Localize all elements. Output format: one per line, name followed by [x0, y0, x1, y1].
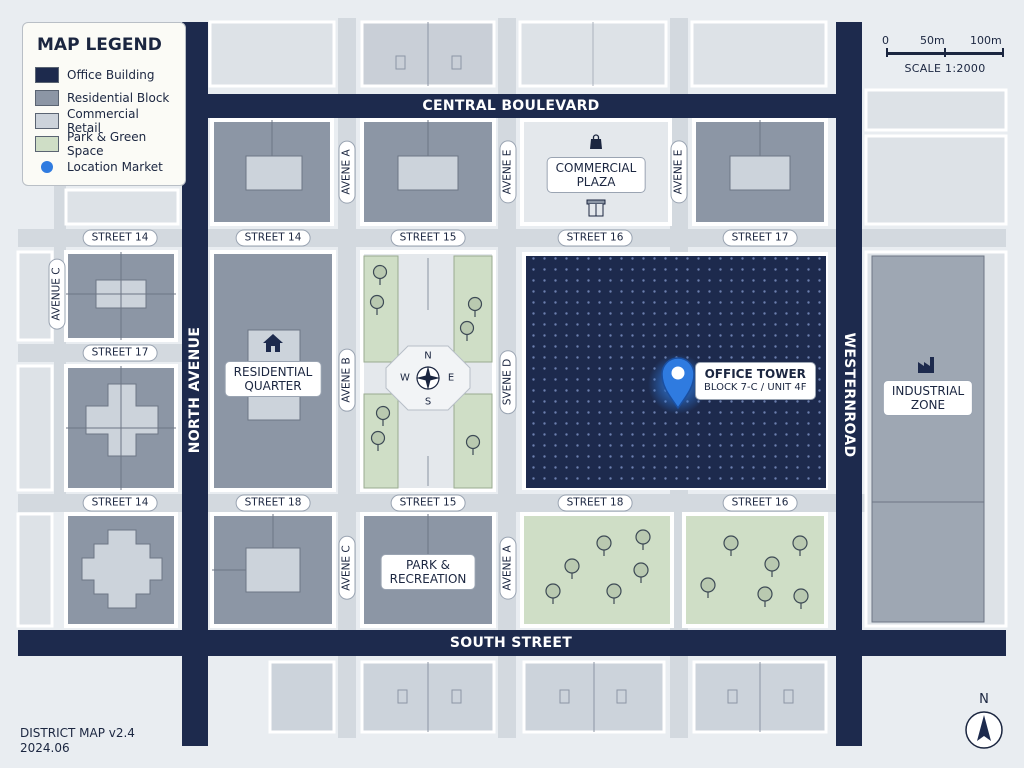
legend-swatch-park [35, 135, 59, 152]
north-arrow-icon [965, 711, 1003, 749]
office-tower-title: OFFICE TOWER [704, 367, 806, 381]
scale-tick-mark [944, 48, 946, 57]
place-line: COMMERCIAL [555, 161, 637, 175]
place-line: INDUSTRIAL [891, 384, 965, 398]
south-street-road [18, 630, 1006, 656]
top-blocks [208, 20, 1008, 132]
legend-label-park: Park & Green Space [67, 129, 147, 158]
place-line: QUARTER [244, 379, 302, 393]
place-line: PLAZA [576, 175, 616, 189]
row2-blocks [64, 118, 1008, 226]
road-label-north-avenue[interactable]: NORTH AVENUE [187, 326, 203, 454]
scale-bar: 0 50m 100m SCALE 1:2000 [880, 34, 1010, 78]
legend-item-office: Office Building [35, 63, 173, 86]
location-dot-icon [41, 160, 53, 173]
avenue-label[interactable]: AVENE C [338, 536, 356, 600]
scale-tick-mark [886, 48, 888, 57]
compass-w-label: W [400, 372, 410, 384]
road-label-south-street[interactable]: SOUTH STREET [449, 635, 573, 651]
street-label[interactable]: STREET 14 [82, 494, 158, 512]
avenue-label[interactable]: AVENE B [338, 348, 356, 412]
legend-title: MAP LEGEND [37, 35, 162, 55]
legend-item-commercial: Commercial Retail [35, 106, 173, 135]
street-label[interactable]: STREET 18 [235, 494, 311, 512]
office-tower-label[interactable]: OFFICE TOWER BLOCK 7-C / UNIT 4F [695, 362, 816, 400]
map-version: DISTRICT MAP v2.4 2024.06 [20, 726, 135, 756]
legend-swatch-commercial [35, 112, 59, 129]
place-industrial-zone[interactable]: INDUSTRIAL ZONE [882, 380, 974, 416]
legend-item-location: Location Market [35, 155, 173, 178]
street-label[interactable]: STREET 17 [82, 344, 158, 362]
avenue-label[interactable]: AVENUE C [48, 258, 66, 330]
legend-swatch-residential [35, 89, 59, 106]
scale-caption: SCALE 1:2000 [904, 62, 986, 75]
north-avenue-road [182, 22, 208, 746]
major-roads [18, 22, 1006, 746]
westernroad-road [836, 22, 862, 746]
avenue-label[interactable]: AVENE A [338, 140, 356, 204]
street-label[interactable]: STREET 17 [722, 229, 798, 247]
road-label-central-boulevard[interactable]: CENTRAL BOULEVARD [422, 98, 600, 114]
road-label-westernroad[interactable]: WESTERNROAD [841, 332, 857, 458]
place-line: ZONE [910, 398, 946, 412]
legend-item-park: Park & Green Space [35, 129, 173, 158]
legend-item-residential: Residential Block [35, 86, 173, 109]
map-version-title: DISTRICT MAP v2.4 [20, 726, 135, 740]
legend-label-commercial: Commercial Retail [67, 106, 139, 135]
compass-n-label: N [424, 350, 432, 362]
central-boulevard-road [182, 94, 862, 118]
legend-swatch-office [35, 66, 59, 83]
storefront-icon [586, 199, 606, 217]
bottom-blocks [268, 660, 828, 734]
street-label[interactable]: STREET 14 [82, 229, 158, 247]
street-label[interactable]: STREET 18 [557, 494, 633, 512]
place-line: RESIDENTIAL [233, 365, 313, 379]
street-label[interactable]: STREET 14 [235, 229, 311, 247]
left-blocks [16, 250, 178, 628]
place-residential-quarter[interactable]: RESIDENTIAL QUARTER [224, 361, 322, 397]
legend-label-residential: Residential Block [67, 90, 170, 105]
avenue-label[interactable]: AVENE E [670, 140, 688, 204]
place-line: PARK & [405, 558, 451, 572]
office-tower-subtitle: BLOCK 7-C / UNIT 4F [704, 382, 807, 393]
scale-tick-50m: 50m [920, 34, 945, 47]
trees [369, 264, 809, 609]
avenue-label[interactable]: AVENE A [499, 536, 517, 600]
shopping-bag-icon [590, 134, 602, 149]
scale-tick-100m: 100m [970, 34, 1002, 47]
map-version-date: 2024.06 [20, 741, 70, 755]
compass-s-label: S [424, 396, 432, 408]
compass-rose-icon [416, 366, 440, 390]
north-arrow-label: N [979, 692, 989, 707]
scale-tick-0: 0 [882, 34, 889, 47]
avenue-label[interactable]: AVENE E [499, 140, 517, 204]
industrial-zone-block [864, 250, 1008, 628]
location-marker-icon[interactable] [648, 354, 708, 414]
avenue-label[interactable]: SVENE D [499, 349, 517, 415]
factory-icon [918, 357, 934, 373]
legend-label-office: Office Building [67, 67, 155, 82]
north-arrow: N [962, 692, 1006, 752]
scale-tick-mark [1002, 48, 1004, 57]
house-icon [263, 334, 283, 352]
street-label[interactable]: STREET 15 [390, 229, 466, 247]
compass-e-label: E [447, 372, 455, 384]
map-legend: MAP LEGEND Office Building Residential B… [22, 22, 186, 186]
street-label[interactable]: STREET 16 [722, 494, 798, 512]
place-commercial-plaza[interactable]: COMMERCIAL PLAZA [546, 157, 646, 193]
street-label[interactable]: STREET 15 [390, 494, 466, 512]
place-line: RECREATION [389, 572, 467, 586]
legend-label-location: Location Market [67, 159, 163, 174]
place-park-recreation[interactable]: PARK & RECREATION [380, 554, 476, 590]
street-label[interactable]: STREET 16 [557, 229, 633, 247]
